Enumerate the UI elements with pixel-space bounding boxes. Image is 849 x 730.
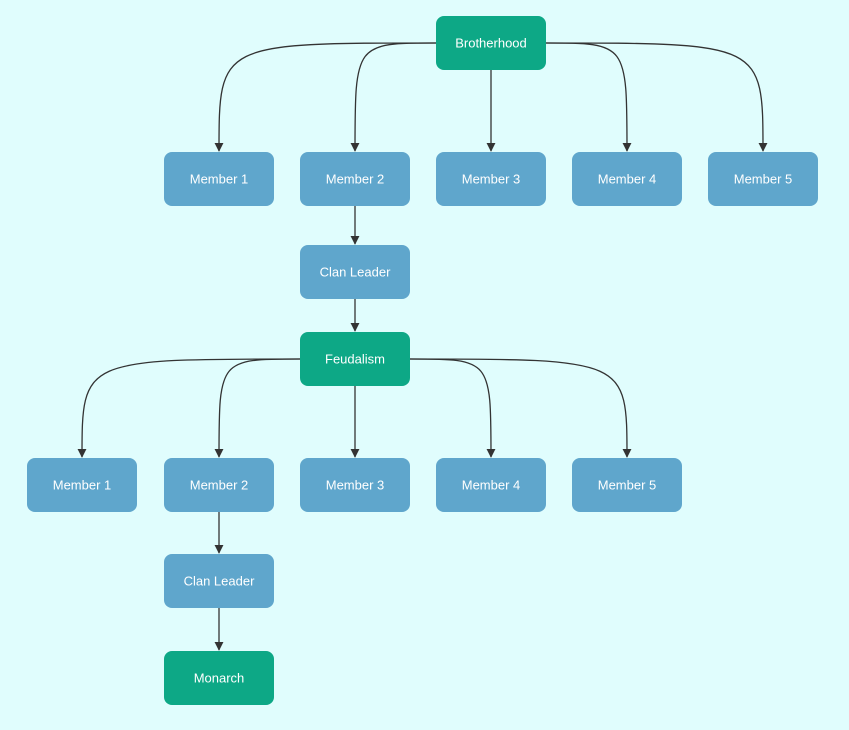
node-member-4-upper[interactable]: Member 4 — [572, 152, 682, 206]
node-label: Member 2 — [326, 172, 385, 187]
edge-feudalism-to-m2b — [214, 358, 301, 458]
node-member-3-upper[interactable]: Member 3 — [436, 152, 546, 206]
node-member-5-upper[interactable]: Member 5 — [708, 152, 818, 206]
node-box[interactable] — [164, 458, 274, 512]
node-member-3-lower[interactable]: Member 3 — [300, 458, 410, 512]
node-box[interactable] — [436, 16, 546, 70]
node-box[interactable] — [300, 458, 410, 512]
node-member-1-upper[interactable]: Member 1 — [164, 152, 274, 206]
node-box[interactable] — [572, 152, 682, 206]
node-label: Member 3 — [326, 478, 385, 493]
node-label: Member 5 — [734, 172, 793, 187]
node-label: Member 2 — [190, 478, 249, 493]
node-label: Member 1 — [53, 478, 112, 493]
edge-brotherhood-to-m1a — [214, 42, 437, 152]
node-box[interactable] — [708, 152, 818, 206]
edge-brotherhood-to-m4a — [545, 42, 632, 152]
edge-brotherhood-to-m5a — [545, 42, 768, 152]
node-label: Member 1 — [190, 172, 249, 187]
node-box[interactable] — [164, 554, 274, 608]
node-box[interactable] — [436, 152, 546, 206]
node-member-5-lower[interactable]: Member 5 — [572, 458, 682, 512]
node-box[interactable] — [300, 152, 410, 206]
node-box[interactable] — [164, 651, 274, 705]
node-box[interactable] — [300, 245, 410, 299]
node-member-2-upper[interactable]: Member 2 — [300, 152, 410, 206]
node-label: Clan Leader — [184, 574, 255, 589]
node-clan-leader-lower[interactable]: Clan Leader — [164, 554, 274, 608]
node-clan-leader-upper[interactable]: Clan Leader — [300, 245, 410, 299]
node-label: Monarch — [194, 671, 245, 686]
edge-feudalism-to-m1b — [77, 358, 301, 458]
node-feudalism[interactable]: Feudalism — [300, 332, 410, 386]
node-label: Member 4 — [462, 478, 521, 493]
node-box[interactable] — [300, 332, 410, 386]
node-member-1-lower[interactable]: Member 1 — [27, 458, 137, 512]
node-box[interactable] — [27, 458, 137, 512]
node-box[interactable] — [436, 458, 546, 512]
node-member-2-lower[interactable]: Member 2 — [164, 458, 274, 512]
node-label: Clan Leader — [320, 265, 391, 280]
node-label: Feudalism — [325, 352, 385, 367]
edge-brotherhood-to-m2a — [350, 42, 437, 152]
edges — [77, 42, 768, 651]
node-member-4-lower[interactable]: Member 4 — [436, 458, 546, 512]
node-label: Member 4 — [598, 172, 657, 187]
node-box[interactable] — [164, 152, 274, 206]
node-label: Brotherhood — [455, 36, 527, 51]
edge-feudalism-to-m5b — [409, 358, 632, 458]
node-box[interactable] — [572, 458, 682, 512]
node-monarch[interactable]: Monarch — [164, 651, 274, 705]
node-brotherhood[interactable]: Brotherhood — [436, 16, 546, 70]
edge-feudalism-to-m4b — [409, 358, 496, 458]
node-label: Member 5 — [598, 478, 657, 493]
node-label: Member 3 — [462, 172, 521, 187]
